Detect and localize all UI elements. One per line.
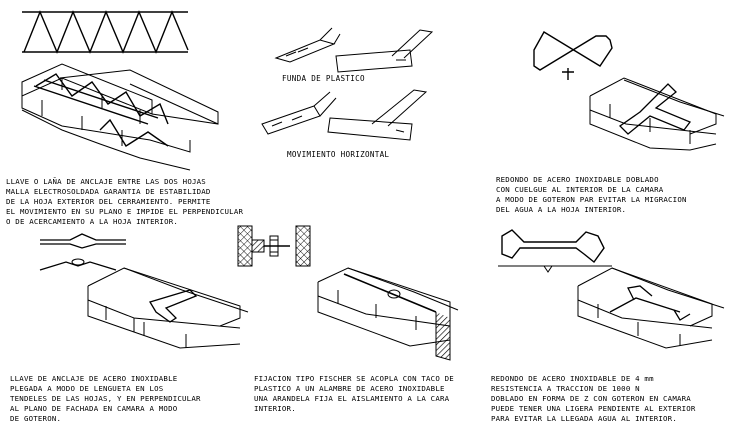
caption-z-rod: REDONDO DE ACERO INOXIDABLE DE 4 mm RESI… [491,374,696,423]
svg-text:FIJACION TIPO FISCHER SE ACOPL: FIJACION TIPO FISCHER SE ACOPLA CON TACO… [254,374,454,383]
svg-text:LLAVE O LAÑA DE ANCLAJE ENTRE: LLAVE O LAÑA DE ANCLAJE ENTRE LAS DOS HO… [6,177,206,186]
svg-text:INTERIOR.: INTERIOR. [254,404,296,413]
caption-bowtie-rod: REDONDO DE ACERO INOXIDABLE DOBLADO CON … [496,175,687,214]
caption-truss-mesh: LLAVE O LAÑA DE ANCLAJE ENTRE LAS DOS HO… [6,177,243,226]
detail-3-bowtie-rod [533,31,725,151]
svg-text:MALLA ELECTROSOLDADA GARANTIA: MALLA ELECTROSOLDADA GARANTIA DE ESTABIL… [6,187,211,196]
svg-text:PLEGADA A MODO DE LENGUETA EN: PLEGADA A MODO DE LENGUETA EN LOS [10,384,163,393]
svg-text:PLASTICO A UN ALAMBRE DE ACERO: PLASTICO A UN ALAMBRE DE ACERO INOXIDABL… [254,384,445,393]
svg-text:REDONDO DE ACERO INOXIDABLE DO: REDONDO DE ACERO INOXIDABLE DOBLADO [496,175,659,184]
horizontal-movement-label: MOVIMIENTO HORIZONTAL [287,150,389,159]
caption-fischer-fixing: FIJACION TIPO FISCHER SE ACOPLA CON TACO… [254,374,454,413]
svg-text:RESISTENCIA A TRACCION DE 1000: RESISTENCIA A TRACCION DE 1000 N [491,384,640,393]
detail-6-z-rod [498,229,725,349]
plastic-sleeve-label: FUNDA DE PLASTICO [282,74,365,83]
svg-text:DEL AGUA A LA HOJA INTERIOR.: DEL AGUA A LA HOJA INTERIOR. [496,205,626,214]
svg-text:TENDELES DE LAS HOJAS, Y EN PE: TENDELES DE LAS HOJAS, Y EN PERPENDICULA… [10,394,201,403]
svg-text:UNA ARANDELA FIJA EL AISLAMIEN: UNA ARANDELA FIJA EL AISLAMIENTO A LA CA… [254,394,450,403]
svg-text:LLAVE DE ANCLAJE DE ACERO INOX: LLAVE DE ANCLAJE DE ACERO INOXIDABLE [10,374,177,383]
svg-text:DE LA HOJA EXTERIOR DEL CERRAM: DE LA HOJA EXTERIOR DEL CERRAMIENTO. PER… [6,197,211,206]
svg-text:PARA EVITAR LA LLEGADA AGUA AL: PARA EVITAR LA LLEGADA AGUA AL INTERIOR. [491,414,677,423]
svg-text:PUEDE TENER UNA LIGERA PENDIEN: PUEDE TENER UNA LIGERA PENDIENTE AL EXTE… [491,404,696,413]
detail-1-truss-mesh [21,10,219,171]
svg-text:EL MOVIMIENTO EN SU PLANO E IM: EL MOVIMIENTO EN SU PLANO E IMPIDE EL PE… [6,207,243,216]
detail-2-plastic-sleeve-ties [261,27,434,141]
svg-text:O DE ACERCAMIENTO A LA HOJA IN: O DE ACERCAMIENTO A LA HOJA INTERIOR. [6,217,178,226]
svg-text:DOBLADO EN FORMA DE Z CON GOTE: DOBLADO EN FORMA DE Z CON GOTERON EN CAM… [491,394,691,403]
svg-text:REDONDO DE ACERO INOXIDABLE DE: REDONDO DE ACERO INOXIDABLE DE 4 mm [491,374,654,383]
svg-text:A MODO DE GOTERON PAR EVITAR L: A MODO DE GOTERON PAR EVITAR LA MIGRACIO… [496,195,687,204]
svg-text:AL PLANO DE FACHADA EN CAMARA: AL PLANO DE FACHADA EN CAMARA A MODO [10,404,178,413]
svg-text:CON CUELGUE AL INTERIOR DE LA: CON CUELGUE AL INTERIOR DE LA CAMARA [496,185,664,194]
detail-4-tongue-anchor [39,233,249,349]
detail-5-fischer-fixing [237,225,459,361]
svg-text:DE GOTERON.: DE GOTERON. [10,414,61,423]
caption-tongue-anchor: LLAVE DE ANCLAJE DE ACERO INOXIDABLE PLE… [10,374,201,423]
